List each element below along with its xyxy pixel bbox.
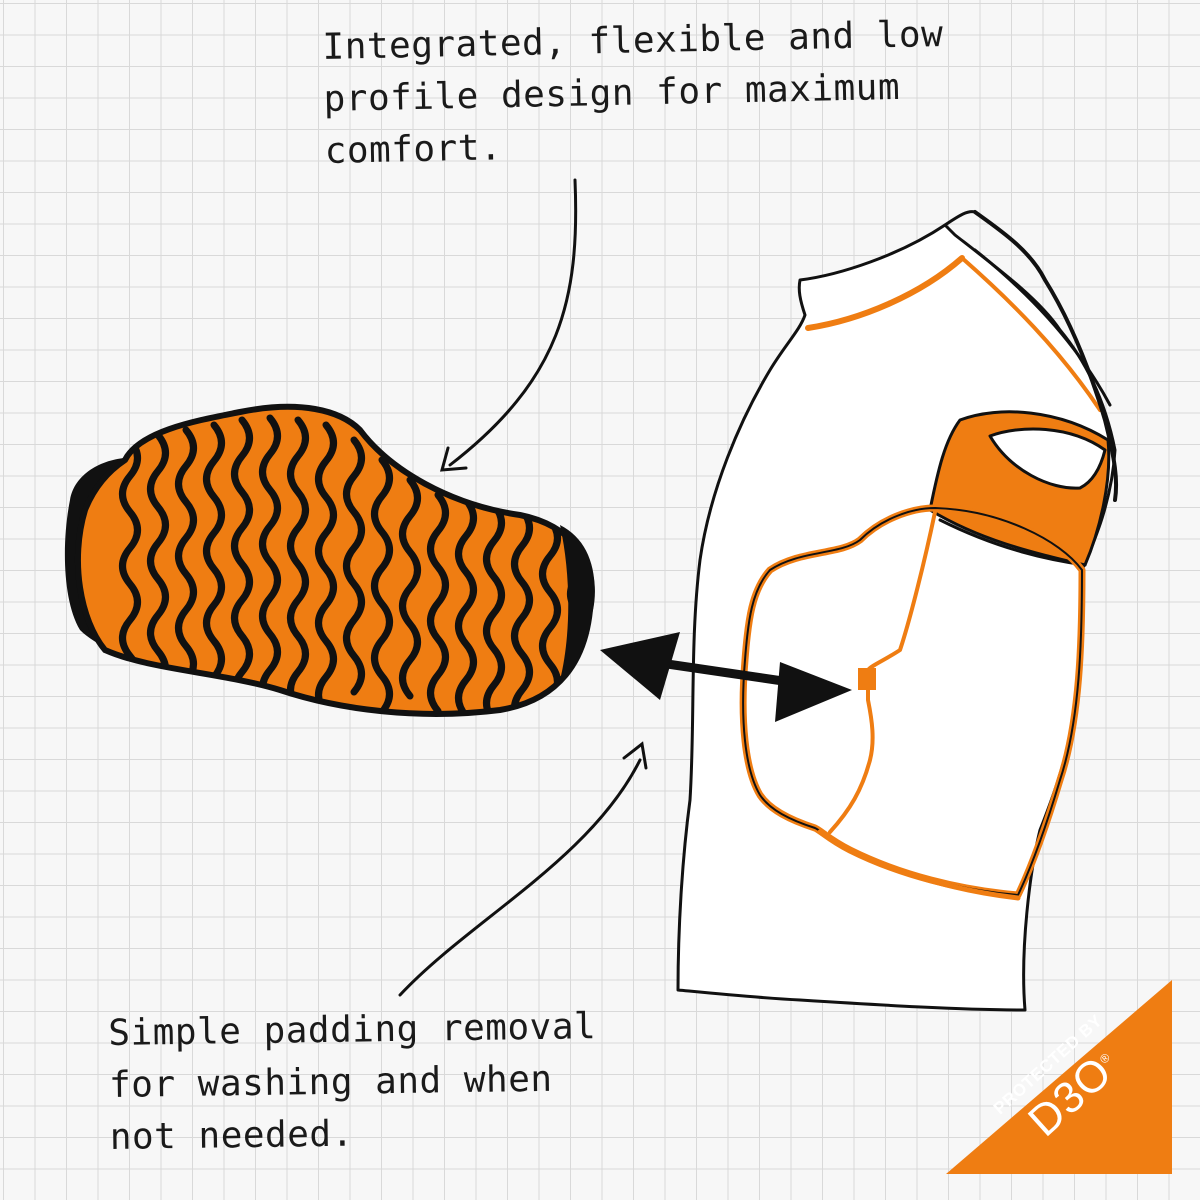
caption-padding-removal: Simple padding removal for washing and w… [108,1001,598,1164]
arrow-to-pad-head [439,446,468,472]
arrow-from-removal-head [622,741,648,770]
arrows [398,178,852,997]
double-arrow-left-head [600,632,680,700]
d3o-badge-triangle [946,980,1172,1174]
caption-bottom-line-2: for washing and when [108,1058,553,1106]
compression-shirt [676,210,1119,1012]
shirt-raglan-seam [960,256,1102,412]
shirt-back-outline [973,210,1119,502]
shirt-collar-trim [805,255,965,331]
caption-integrated-design: Integrated, flexible and low profile des… [322,9,946,178]
arrow-from-removal [398,758,642,997]
pad-right-end [560,525,595,680]
arrow-to-pad [448,178,578,467]
hem-orange [817,829,1021,901]
double-arrow-right-head [775,662,852,722]
shoulder-white-window [988,427,1107,490]
d3o-shoulder-pad [64,403,595,717]
pocket-tab [858,668,876,690]
caption-bottom-line-1: Simple padding removal [108,1006,597,1054]
pad-wave-texture [119,414,589,714]
caption-bottom-line-3: not needed. [109,1113,354,1158]
shirt-raglan-seam-2 [973,248,1112,407]
pad-pocket-inner [742,507,1083,896]
shirt-neck-back [943,210,977,227]
